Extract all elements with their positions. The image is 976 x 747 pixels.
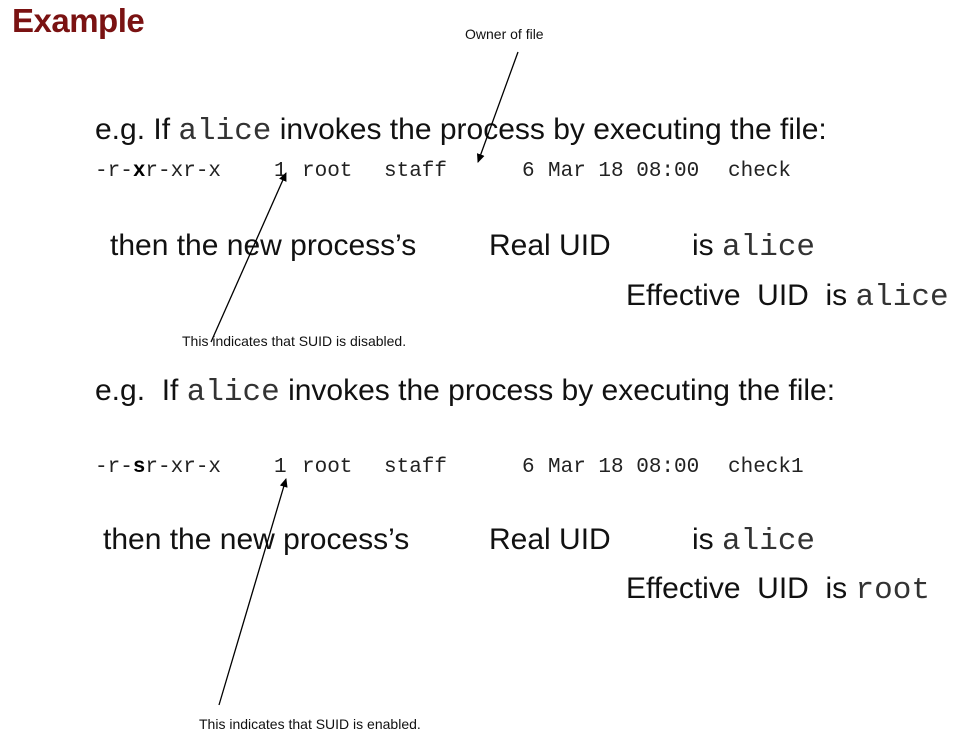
example1-then-text: then the new process’s bbox=[110, 229, 417, 262]
example1-link-count: 1 bbox=[274, 160, 287, 183]
example2-effective-uid-label: Effective UID bbox=[626, 572, 809, 605]
suid-enabled-arrow bbox=[218, 478, 288, 706]
example1-effective-uid-value: alice bbox=[855, 280, 949, 315]
suid-enabled-annotation: This indicates that SUID is enabled. bbox=[199, 716, 421, 732]
example2-setuid-bit: s bbox=[132, 456, 146, 479]
example1-size: 6 bbox=[522, 160, 535, 183]
example1-permissions: -r-xr-xr-x bbox=[95, 160, 222, 183]
example2-suffix: invokes the process by executing the fil… bbox=[279, 374, 836, 407]
example1-filename: check bbox=[728, 160, 792, 183]
owner-of-file-annotation: Owner of file bbox=[465, 26, 544, 42]
example2-size: 6 bbox=[522, 456, 535, 479]
example1-exec-bit: x bbox=[132, 160, 146, 183]
example2-real-uid-label: Real UID bbox=[489, 523, 611, 556]
example2-filename: check1 bbox=[728, 456, 804, 479]
example1-effective-uid-row: Effective UID is alice bbox=[626, 279, 949, 315]
example1-suffix: invokes the process by executing the fil… bbox=[271, 113, 827, 146]
example2-permissions: -r-sr-xr-x bbox=[95, 456, 222, 479]
example1-group: staff bbox=[384, 160, 448, 183]
example1-real-uid-row: is alice bbox=[692, 229, 816, 265]
example2-user: alice bbox=[186, 375, 280, 410]
suid-disabled-annotation: This indicates that SUID is disabled. bbox=[182, 333, 407, 349]
example2-then-text: then the new process’s bbox=[103, 523, 410, 556]
example2-intro-line: e.g. If alice invokes the process by exe… bbox=[95, 374, 835, 410]
example1-owner: root bbox=[302, 160, 353, 183]
example1-user: alice bbox=[178, 114, 272, 149]
example1-intro-line: e.g. If alice invokes the process by exe… bbox=[95, 113, 827, 149]
example2-group: staff bbox=[384, 456, 448, 479]
example2-prefix: e.g. If bbox=[95, 374, 187, 407]
example1-real-uid-value: alice bbox=[722, 230, 816, 265]
example2-real-uid-value: alice bbox=[722, 524, 816, 559]
example1-real-uid-label: Real UID bbox=[489, 229, 611, 262]
example1-effective-uid-label: Effective UID bbox=[626, 279, 809, 312]
example2-date: Mar 18 08:00 bbox=[548, 456, 700, 479]
example1-prefix: e.g. If bbox=[95, 113, 179, 146]
example1-date: Mar 18 08:00 bbox=[548, 160, 700, 183]
example2-effective-uid-value: root bbox=[855, 573, 930, 608]
example2-real-uid-row: is alice bbox=[692, 523, 816, 559]
example2-link-count: 1 bbox=[274, 456, 287, 479]
example2-effective-uid-row: Effective UID is root bbox=[626, 572, 930, 608]
slide-title: Example bbox=[12, 2, 145, 39]
example2-owner: root bbox=[302, 456, 353, 479]
